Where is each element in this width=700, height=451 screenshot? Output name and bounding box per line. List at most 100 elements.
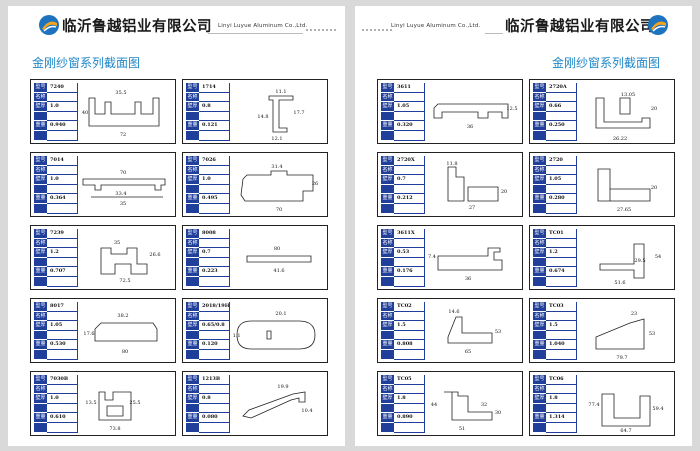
spec-value: 0.223: [199, 267, 230, 277]
spec-label: 重量: [186, 413, 199, 423]
spec-label: 名称: [34, 92, 47, 103]
spec-label: [533, 349, 546, 360]
spec-value: 1.05: [546, 175, 577, 185]
profile-outline: [100, 247, 148, 275]
spec-value: 0.280: [546, 194, 577, 204]
spec-value: [394, 330, 425, 341]
spec-value: [394, 422, 425, 433]
spec-label: 重量: [381, 121, 394, 131]
spec-row: [186, 184, 230, 195]
spec-value: 0.212: [394, 194, 425, 204]
profile-outline: [240, 170, 314, 202]
spec-label: 型号: [186, 229, 199, 239]
spec-row: 名称: [186, 92, 230, 103]
spec-value: 1.0: [47, 175, 78, 185]
spec-label: 重量: [186, 267, 199, 277]
spec-row: 名称: [381, 311, 425, 322]
spec-label: [533, 111, 546, 122]
dimension-label: 72.5: [119, 278, 130, 284]
dimension-label: 11.8: [446, 161, 457, 167]
spec-row: [34, 403, 78, 414]
dimension-label: 51: [459, 426, 465, 432]
spec-label: 重量: [381, 194, 394, 204]
spec-label: [186, 422, 199, 433]
dimension-label: 26.6: [149, 252, 160, 258]
company-name-cn: 临沂鲁越铝业有限公司: [62, 19, 212, 35]
spec-value: [199, 203, 230, 214]
dimension-label: 70: [120, 170, 126, 176]
spec-value: [199, 165, 230, 176]
spec-label: 重量: [533, 121, 546, 131]
spec-value: [546, 403, 577, 414]
spec-value: [199, 276, 230, 287]
spec-row: [34, 257, 78, 268]
spec-value: [546, 165, 577, 176]
spec-row: [533, 276, 577, 287]
spec-label: 重量: [381, 267, 394, 277]
spec-label: 壁厚: [533, 175, 546, 185]
spec-value: [394, 276, 425, 287]
spec-value: 0.610: [47, 413, 78, 423]
spec-value: [199, 330, 230, 341]
spec-value: 0.53: [394, 248, 425, 258]
spec-value: [199, 311, 230, 322]
spec-row: [34, 330, 78, 341]
spec-row: [533, 349, 577, 360]
spec-label: [186, 184, 199, 195]
spec-value: 8017: [47, 302, 78, 312]
decorative-dots-icon: [306, 29, 336, 31]
spec-label: [533, 184, 546, 195]
spec-row: 名称: [381, 384, 425, 395]
spec-row: [186, 257, 230, 268]
spec-value: 2720A: [546, 83, 577, 93]
spec-value: [47, 257, 78, 268]
spec-label: 壁厚: [533, 394, 546, 404]
spec-row: [34, 130, 78, 141]
spec-value: 2720: [546, 156, 577, 166]
spec-value: [47, 111, 78, 122]
spec-label: 型号: [381, 156, 394, 166]
spec-value: [394, 130, 425, 141]
spec-value: 0.8: [199, 394, 230, 404]
spec-row: 名称: [34, 311, 78, 322]
spec-value: 1.314: [546, 413, 577, 423]
spec-label: [533, 130, 546, 141]
spec-value: [199, 384, 230, 395]
spec-label: 重量: [34, 194, 47, 204]
spec-value: 0.7: [199, 248, 230, 258]
spec-value: [47, 311, 78, 322]
spec-row: 名称: [186, 311, 230, 322]
profile-outline: [601, 393, 651, 427]
spec-label: 型号: [34, 83, 47, 93]
spec-row: [381, 184, 425, 195]
spec-row: [34, 276, 78, 287]
spec-row: [186, 130, 230, 141]
dimension-label: 14.8: [257, 114, 268, 120]
dimension-label: 20.1: [275, 311, 286, 317]
profile-outline: [595, 318, 645, 350]
spec-value: 1.2: [47, 248, 78, 258]
spec-label: 壁厚: [34, 248, 47, 258]
dimension-label: 36: [465, 276, 471, 282]
